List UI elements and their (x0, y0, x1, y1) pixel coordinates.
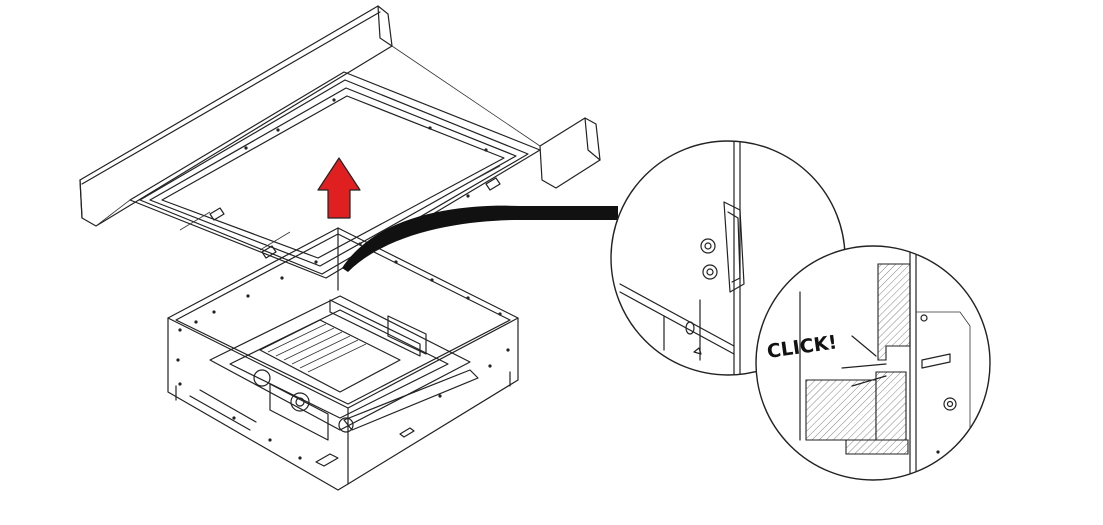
detail-leader (342, 205, 618, 272)
detail-view-click: CLICK! (755, 245, 991, 481)
up-arrow-icon (317, 157, 361, 219)
unit-housing (167, 98, 519, 491)
ceiling-structure (79, 5, 601, 279)
